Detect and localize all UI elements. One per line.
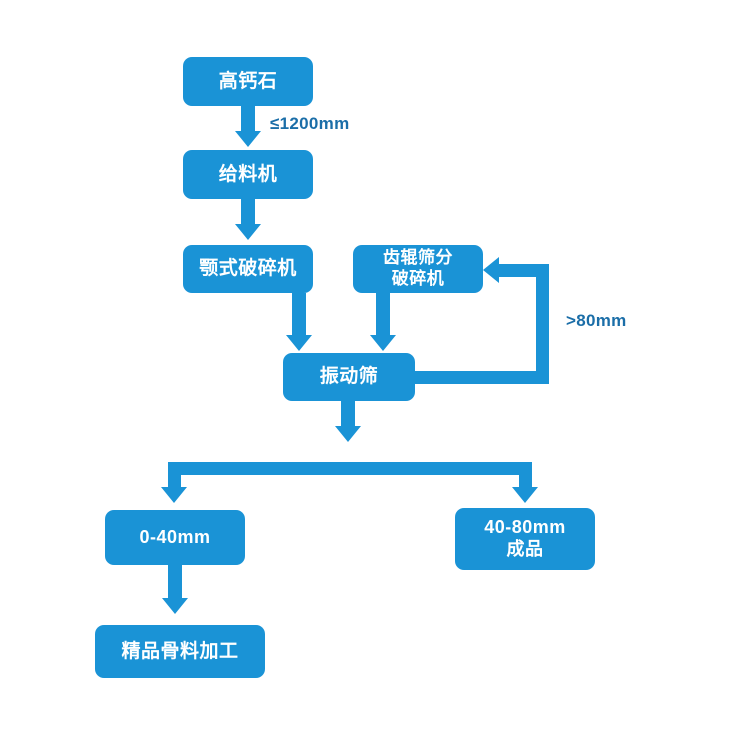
node-roller-crusher-label: 齿辊筛分 破碎机 [383, 248, 453, 288]
node-aggregate-processing[interactable]: 精品骨料加工 [95, 625, 265, 678]
edge-recycle-horizontal-top [497, 264, 549, 277]
node-product-fine-label: 0-40mm [139, 526, 211, 547]
edge-raw-to-feeder-arrowhead [235, 131, 261, 147]
node-product-coarse-label: 40-80mm 成品 [484, 517, 566, 559]
edge-jaw-to-screen-stem [292, 293, 306, 337]
edge-screen-to-split-arrowhead [335, 426, 361, 442]
edge-recycle-horizontal-bottom [415, 371, 549, 384]
node-vibrating-screen[interactable]: 振动筛 [283, 353, 415, 401]
node-roller-crusher[interactable]: 齿辊筛分 破碎机 [353, 245, 483, 293]
edge-fine-to-aggregate-arrowhead [162, 598, 188, 614]
edge-label-oversize: >80mm [566, 311, 627, 330]
edge-jaw-to-screen-arrowhead [286, 335, 312, 351]
edge-split-right-stem [519, 462, 532, 490]
node-product-fine[interactable]: 0-40mm [105, 510, 245, 565]
edge-roller-to-screen-arrowhead [370, 335, 396, 351]
node-raw-material[interactable]: 高钙石 [183, 57, 313, 106]
node-jaw-crusher-label: 颚式破碎机 [199, 258, 297, 280]
node-raw-material-label: 高钙石 [218, 70, 278, 92]
edge-recycle-vertical-right [536, 264, 549, 384]
node-feeder[interactable]: 给料机 [183, 150, 313, 199]
node-vibrating-screen-label: 振动筛 [319, 366, 379, 388]
edge-feeder-to-jaw-arrowhead [235, 224, 261, 240]
edge-label-feed-size: ≤1200mm [270, 114, 350, 133]
node-jaw-crusher[interactable]: 颚式破碎机 [183, 245, 313, 293]
node-feeder-label: 给料机 [218, 163, 278, 185]
edge-split-horizontal-bus [168, 462, 532, 475]
edge-screen-to-split-stem [341, 401, 355, 428]
edge-fine-to-aggregate-stem [168, 565, 182, 600]
edge-recycle-arrowhead [483, 257, 499, 283]
node-product-coarse[interactable]: 40-80mm 成品 [455, 508, 595, 570]
edge-raw-to-feeder-stem [241, 106, 255, 134]
edge-feeder-to-jaw-stem [241, 199, 255, 226]
edge-split-left-stem [168, 462, 181, 490]
edge-roller-to-screen-stem [376, 293, 390, 337]
edge-split-left-arrowhead [161, 487, 187, 503]
node-aggregate-processing-label: 精品骨料加工 [121, 640, 239, 662]
edge-split-right-arrowhead [512, 487, 538, 503]
